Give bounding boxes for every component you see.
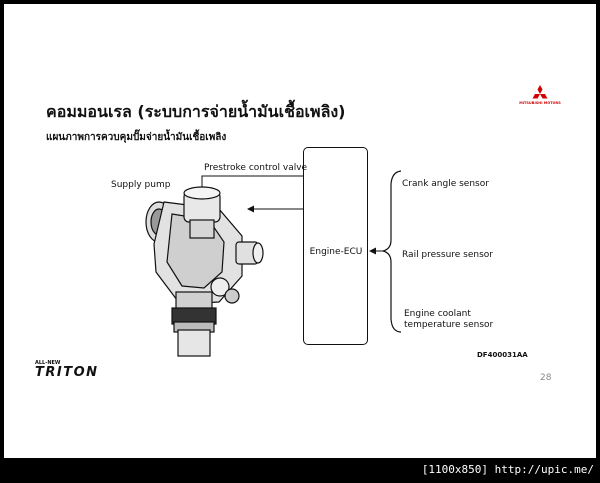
slide-title: คอมมอนเรล (ระบบการจ่ายน้ำมันเชื้อเพลิง): [46, 102, 346, 121]
logo-text: MITSUBISHI MOTORS: [519, 101, 561, 105]
watermark: [1100x850] http://upic.me/: [421, 463, 594, 476]
slide: คอมมอนเรล (ระบบการจ่ายน้ำมันเชื้อเพลิง) …: [4, 4, 596, 458]
brand-logo-text: TRITON: [35, 365, 99, 380]
rail-pressure-sensor-label: Rail pressure sensor: [402, 250, 493, 260]
coolant-sensor-label-line2: temperature sensor: [404, 320, 494, 330]
mitsubishi-logo-icon: [532, 85, 548, 99]
supply-pump-label: Supply pump: [111, 180, 171, 190]
crank-angle-sensor-label: Crank angle sensor: [402, 179, 489, 189]
coolant-sensor-label-line1: Engine coolant: [404, 309, 471, 319]
engine-ecu-label: Engine-ECU: [309, 247, 363, 257]
slide-subtitle: แผนภาพการควบคุมปั๊มจ่ายน้ำมันเชื้อเพลิง: [46, 132, 227, 143]
brand-subtitle: ALL-NEW: [35, 360, 61, 366]
sensor-bracket: [382, 170, 402, 333]
engine-ecu-box: [303, 147, 368, 345]
page-number: 28: [540, 373, 552, 383]
control-diagram: [145, 170, 402, 357]
figure-code: DF400031AA: [477, 351, 528, 359]
supply-pump-drawing: [145, 186, 264, 357]
sensors-to-ecu-arrowhead: [369, 247, 376, 255]
prestroke-valve-label: Prestroke control valve: [204, 163, 308, 173]
ecu-to-pump-arrowhead: [247, 205, 254, 213]
